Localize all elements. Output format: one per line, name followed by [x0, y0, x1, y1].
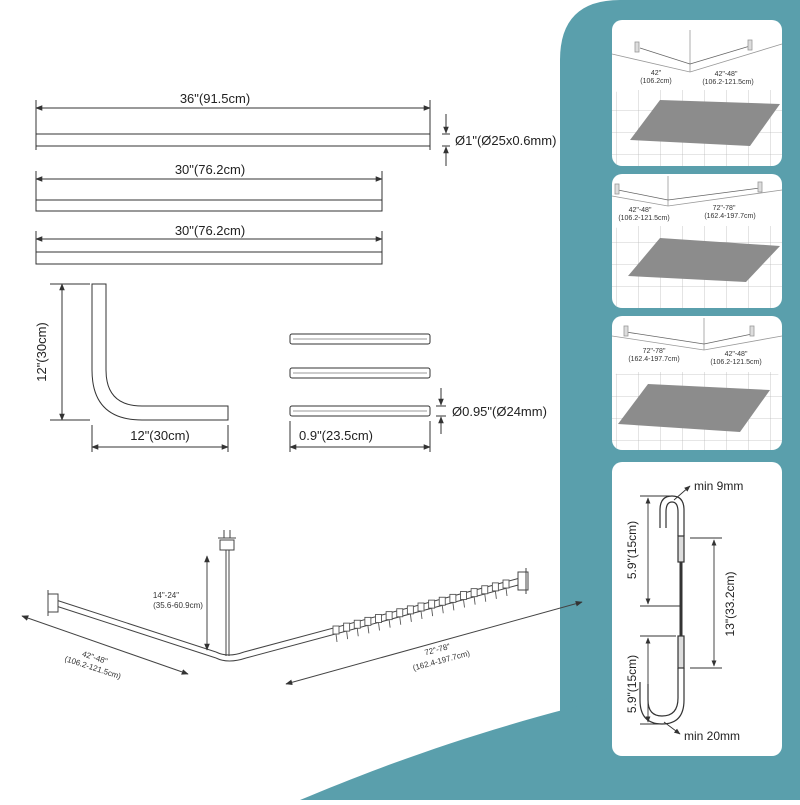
shower-ring	[332, 625, 340, 635]
assembled-rod	[21, 530, 583, 686]
hook-top-len-label: 5.9"(15cm)	[625, 521, 639, 579]
shower-ring	[417, 602, 425, 612]
shower-ring	[460, 591, 467, 600]
hook-bottom-len-label: 5.9"(15cm)	[625, 655, 639, 713]
rod-diameter-dimension	[442, 114, 450, 166]
p3-left-cm: (162.4-197.7cm)	[628, 356, 679, 363]
p2-left-cm: (106.2-121.5cm)	[618, 215, 669, 222]
ring-hook	[505, 587, 508, 597]
ring-hook	[409, 613, 412, 622]
hook-panel: min 9mm 5.9"(15cm) 13"(33.2cm) 5.9"(15cm…	[612, 462, 782, 756]
shower-rings	[332, 579, 510, 643]
connectors	[289, 333, 446, 452]
shower-ring	[470, 588, 478, 598]
layout-panel-2: 42"-48" (106.2-121.5cm) 72"-78" (162.4-1…	[611, 174, 783, 308]
shower-ring	[343, 622, 351, 632]
p2-right-cm: (162.4-197.7cm)	[704, 213, 755, 220]
rod-36	[35, 100, 431, 150]
shower-ring	[438, 596, 446, 606]
shower-ring	[406, 605, 414, 615]
ring-hook	[420, 610, 423, 620]
p1-left-in: 42"	[651, 70, 662, 77]
ring-hook	[388, 619, 391, 628]
corner-height-label: 12"(30cm)	[34, 322, 49, 382]
corner-elbow	[50, 283, 229, 452]
rod-diameter-label: Ø1"(Ø25x0.6mm)	[455, 133, 556, 148]
ring-hook	[356, 628, 359, 637]
rod-30-a-label: 30"(76.2cm)	[175, 162, 245, 177]
p3-right-in: 42"-48"	[725, 351, 748, 358]
shower-ring	[502, 579, 510, 589]
hook-bottom-gap-label: min 20mm	[684, 729, 740, 743]
shower-ring	[481, 585, 489, 595]
rod-30-a	[35, 171, 383, 212]
p2-left-in: 42"-48"	[629, 207, 652, 214]
rod-36-label: 36"(91.5cm)	[180, 91, 250, 106]
connector-length-label: 0.9"(23.5cm)	[299, 428, 373, 443]
hook-total-len-label: 13"(33.2cm)	[723, 572, 737, 637]
drop-in-label: 14"-24"	[153, 591, 179, 600]
shower-ring	[491, 582, 499, 592]
shower-ring	[385, 611, 393, 621]
p3-left-in: 72"-78"	[643, 348, 666, 355]
rod-30-b-label: 30"(76.2cm)	[175, 223, 245, 238]
ring-hook	[452, 602, 455, 611]
shower-ring	[396, 608, 404, 618]
ring-hook	[378, 622, 380, 631]
ring-hook	[335, 633, 338, 643]
ring-hook	[473, 596, 476, 605]
shower-ring	[364, 616, 372, 626]
ring-hook	[463, 599, 465, 608]
corner-width-label: 12"(30cm)	[130, 428, 190, 443]
p1-right-in: 42"-48"	[715, 71, 738, 78]
shower-ring	[375, 614, 382, 623]
p3-right-cm: (106.2-121.5cm)	[710, 359, 761, 366]
layout-panel-1: 42" (106.2cm) 42"-48" (106.2-121.5cm)	[611, 20, 783, 166]
shower-ring	[353, 619, 361, 629]
p1-left-cm: (106.2cm)	[640, 78, 672, 85]
p1-right-cm: (106.2-121.5cm)	[702, 79, 753, 86]
drop-cm-label: (35.6-60.9cm)	[153, 601, 203, 610]
ring-hook	[484, 593, 487, 602]
hook-top-gap-label: min 9mm	[694, 479, 743, 493]
connector-diameter-label: Ø0.95"(Ø24mm)	[452, 404, 547, 419]
rod-30-b	[35, 231, 383, 265]
ring-hook	[431, 608, 434, 617]
ring-hook	[346, 631, 349, 640]
p2-right-in: 72"-78"	[713, 205, 736, 212]
shower-ring	[449, 593, 457, 603]
ring-hook	[441, 605, 444, 614]
shower-ring	[428, 599, 436, 609]
ring-hook	[494, 590, 497, 599]
ring-hook	[399, 616, 402, 625]
ring-hook	[367, 625, 370, 634]
layout-panel-3: 72"-78" (162.4-197.7cm) 42"-48" (106.2-1…	[611, 316, 783, 450]
